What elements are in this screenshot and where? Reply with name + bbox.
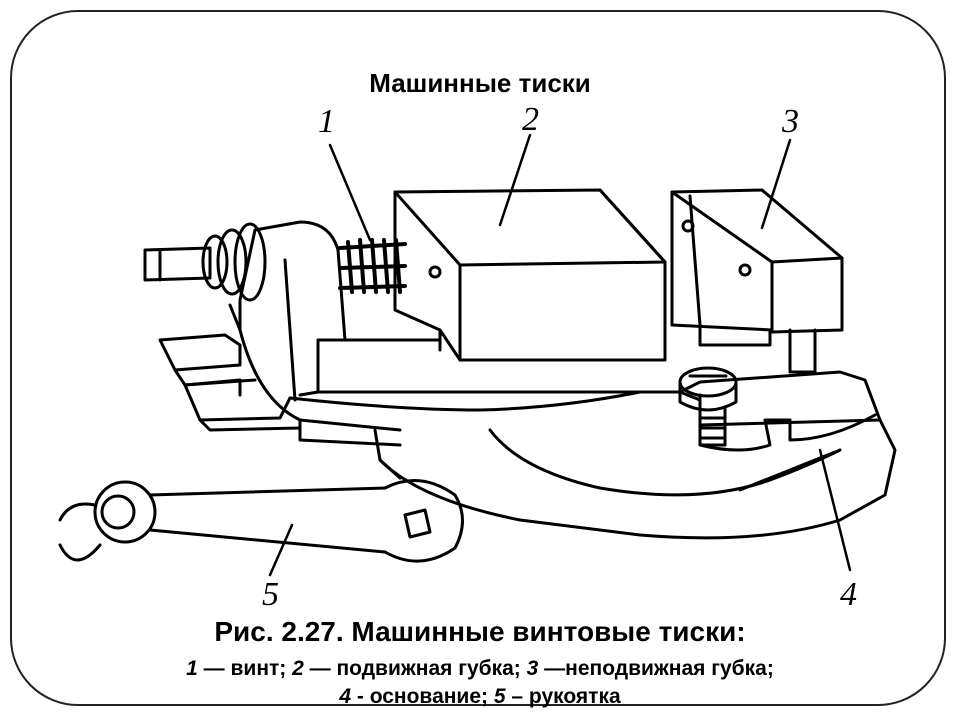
leader-2 — [498, 133, 532, 227]
caption-text: —неподвижная губка; — [538, 657, 774, 680]
callout-1: 1 — [318, 103, 335, 140]
leader-3 — [760, 138, 792, 230]
clamping-nut — [678, 366, 738, 447]
screw-head — [143, 222, 267, 302]
caption-num: 2 — [292, 657, 304, 680]
callout-3: 3 — [781, 103, 799, 140]
caption-num: 1 — [186, 657, 198, 680]
leader-5 — [268, 523, 294, 577]
caption-num: 4 — [339, 685, 352, 708]
caption-main: Рис. 2.27. Машинные винтовые тиски: — [214, 616, 746, 647]
figure-title: Машинные тиски — [369, 68, 591, 98]
caption-text: - основание; — [351, 685, 494, 708]
leader-1 — [328, 143, 372, 242]
callout-4: 4 — [840, 576, 857, 613]
caption-num: 5 — [493, 685, 506, 708]
screw-housing — [228, 220, 402, 447]
caption-text: — винт; — [197, 657, 293, 680]
base-part — [373, 393, 897, 540]
fixed-jaw — [670, 188, 844, 374]
movable-jaw — [393, 188, 667, 362]
callout-2: 2 — [522, 101, 539, 138]
leader-lines — [268, 133, 852, 577]
caption-text: — подвижная губка; — [303, 657, 527, 680]
caption-num: 3 — [526, 657, 539, 680]
mounting-feet — [158, 333, 302, 432]
caption-line-2: 4 - основание; 5 – рукоятка — [0, 685, 960, 709]
caption-line-1: 1 — винт; 2 — подвижная губка; 3 —неподв… — [0, 657, 960, 681]
callout-5: 5 — [262, 576, 279, 613]
caption-text: – рукоятка — [505, 685, 621, 708]
handle — [58, 478, 464, 563]
leader-4 — [818, 448, 852, 572]
